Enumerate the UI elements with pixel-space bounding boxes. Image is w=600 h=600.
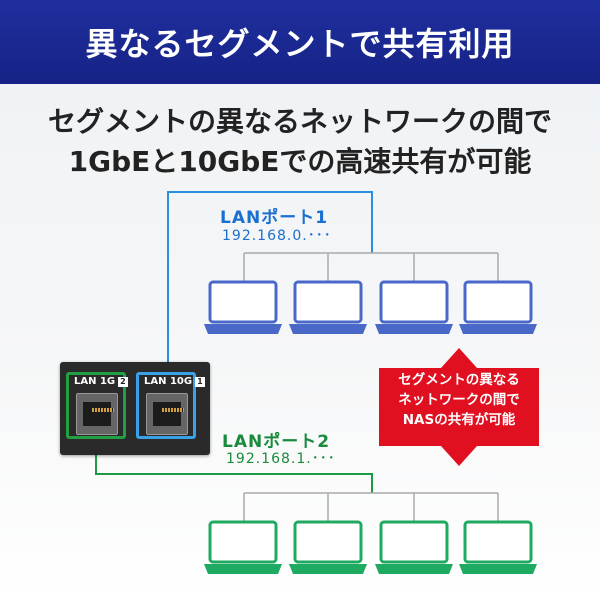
headline-line-1: セグメントの異なるネットワークの間で <box>47 105 552 138</box>
lan-10g-number: 1 <box>195 377 205 387</box>
laptop-icon <box>204 520 282 574</box>
laptop-icon <box>375 280 453 334</box>
segment1-uplink-line <box>167 191 373 372</box>
port1-ip: 192.168.0.･･･ <box>222 228 332 244</box>
laptop-icon <box>459 520 537 574</box>
segment1-tree <box>243 252 499 282</box>
laptop-icon <box>375 520 453 574</box>
port2-title: LANポート2 <box>222 432 331 452</box>
port1-title: LANポート1 <box>220 208 329 228</box>
callout-line-3: NASの共有が可能 <box>402 412 516 428</box>
ethernet-jack-icon <box>76 393 118 435</box>
double-arrow-icon <box>379 348 539 466</box>
laptop-icon <box>459 280 537 334</box>
segment2-uplink-line <box>95 440 373 493</box>
headline-line-2: 1GbEと10GbEでの高速共有が可能 <box>68 145 532 178</box>
port2-ip: 192.168.1.･･･ <box>226 451 336 467</box>
laptop-icon <box>204 280 282 334</box>
callout-line-1: セグメントの異なる <box>398 372 520 388</box>
banner-title: 異なるセグメントで共有利用 <box>0 0 600 84</box>
lan-1g-number: 2 <box>118 377 128 387</box>
callout-double-arrow: セグメントの異なる ネットワークの間で NASの共有が可能 <box>379 348 539 466</box>
segment2-tree <box>243 492 499 522</box>
ethernet-jack-icon <box>146 393 188 435</box>
laptop-icon <box>289 520 367 574</box>
laptop-icon <box>289 280 367 334</box>
callout-line-2: ネットワークの間で <box>398 392 520 408</box>
